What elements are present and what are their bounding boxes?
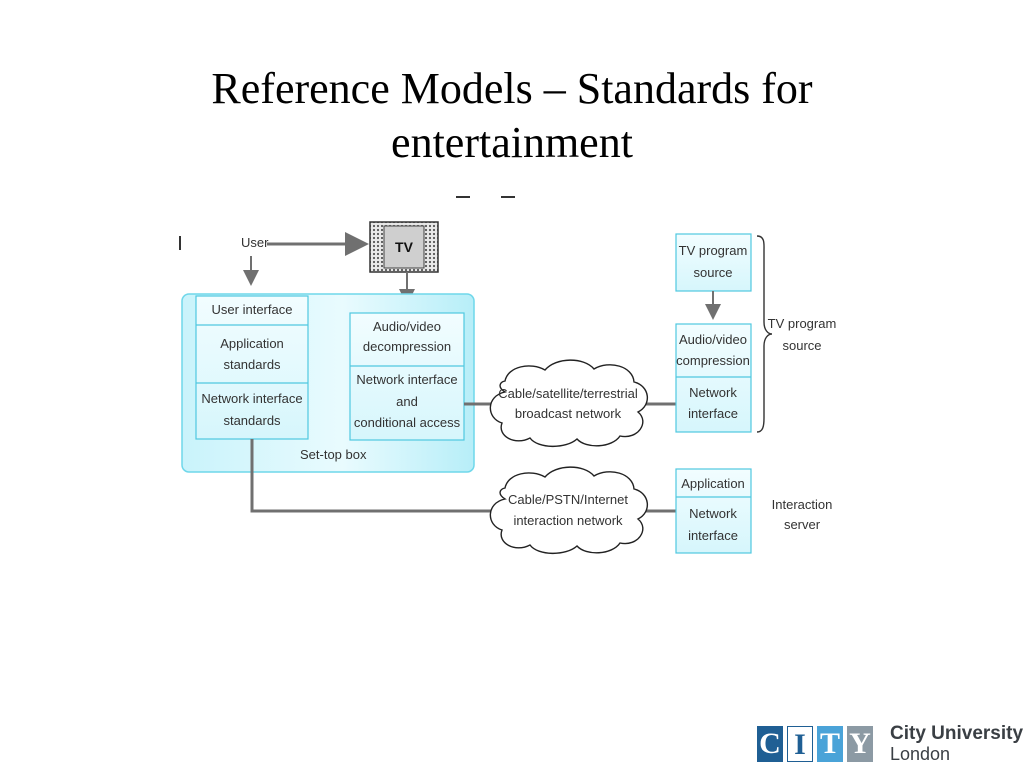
slide-title: Reference Models – Standards for enterta…: [0, 62, 1024, 170]
av-compression-line1: Audio/video: [679, 332, 747, 347]
logo-letter-t: T: [817, 726, 843, 762]
interaction-network-line1: Cable/PSTN/Internet: [508, 492, 628, 507]
interaction-server-label-line1: Interaction: [772, 497, 833, 512]
server-network-interface-line2: interface: [688, 528, 738, 543]
interaction-network-line2: interaction network: [513, 513, 623, 528]
tv-program-source-box: TV program source: [675, 233, 752, 292]
tv-program-source-label-line2: source: [782, 338, 821, 353]
tv-program-source-box-line2: source: [693, 265, 732, 280]
av-decompression-line2: decompression: [363, 339, 451, 354]
logo-city-name: London: [890, 744, 951, 764]
server-network-interface-line1: Network: [689, 506, 737, 521]
broadcast-network-line2: broadcast network: [515, 406, 622, 421]
source-network-interface-line2: interface: [688, 406, 738, 421]
title-line-1: Reference Models – Standards for: [211, 64, 813, 113]
logo-letter-c: C: [757, 726, 783, 762]
settop-to-interaction-link: [250, 439, 492, 513]
title-line-2: entertainment: [391, 118, 633, 167]
user-interface-label: User interface: [212, 302, 293, 317]
user-label: User: [241, 235, 269, 250]
av-compression-line2: compression: [676, 353, 750, 368]
network-interface-standards-line1: Network interface: [201, 391, 302, 406]
tv-program-source-box-line1: TV program: [679, 243, 748, 258]
network-access-line1: Network interface: [356, 372, 457, 387]
server-application-label: Application: [681, 476, 745, 491]
tv-label: TV: [395, 239, 414, 255]
source-stack: Audio/video compression Network interfac…: [675, 323, 752, 433]
network-access-line2: and: [396, 394, 418, 409]
interaction-server-label-line2: server: [784, 517, 821, 532]
broadcast-network-cloud: [489, 359, 648, 448]
settop-right-stack: Audio/video decompression Network interf…: [349, 312, 465, 441]
logo-letter-y: Y: [847, 726, 873, 762]
interaction-server-stack: Application Network interface: [675, 468, 752, 554]
interaction-network-cloud: [489, 466, 648, 555]
network-access-line3: conditional access: [354, 415, 461, 430]
tv-icon: TV: [369, 221, 439, 273]
set-top-box-label: Set-top box: [300, 447, 367, 462]
broadcast-network-line1: Cable/satellite/terrestrial: [498, 386, 638, 401]
source-network-interface-line1: Network: [689, 385, 737, 400]
application-standards-line2: standards: [223, 357, 281, 372]
logo-university-name: City University: [890, 723, 1024, 744]
settop-left-stack: User interface Application standards Net…: [195, 295, 309, 440]
application-standards-line1: Application: [220, 336, 284, 351]
tv-program-source-label-line1: TV program: [768, 316, 837, 331]
logo-letter-i: I: [787, 726, 813, 762]
network-interface-standards-line2: standards: [223, 413, 281, 428]
av-decompression-line1: Audio/video: [373, 319, 441, 334]
tv-program-source-bracket: [756, 235, 773, 433]
